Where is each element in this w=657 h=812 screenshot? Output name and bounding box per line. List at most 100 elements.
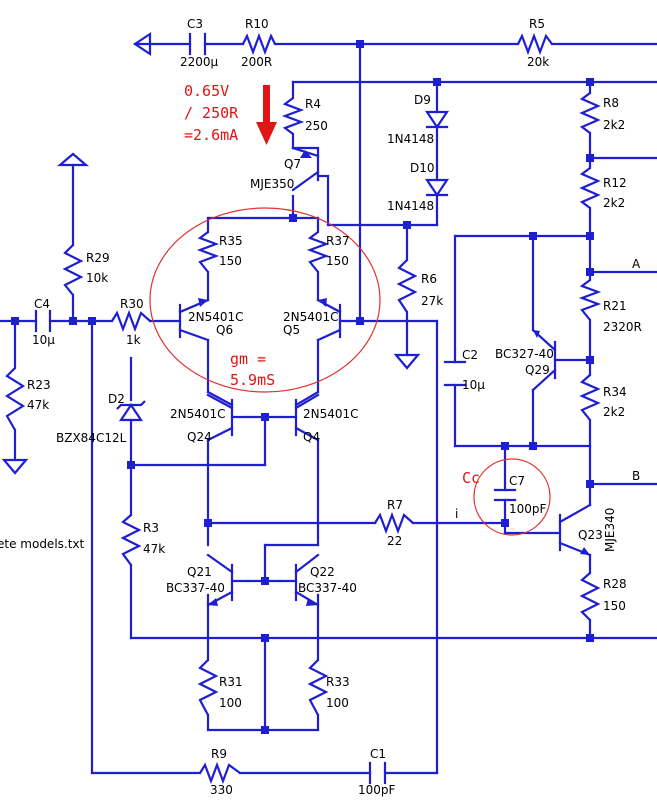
r12-body	[579, 167, 601, 209]
q4-value: 2N5401C	[303, 407, 359, 421]
c2-name: C2	[462, 348, 478, 362]
d10-name: D10	[410, 161, 435, 175]
c1-name: C1	[370, 747, 386, 761]
r8-name: R8	[603, 96, 619, 110]
r9-body	[199, 761, 241, 785]
d2-value: BZX84C12L	[56, 431, 127, 445]
gm-note-line1: gm =	[230, 350, 266, 368]
q6-name: Q6	[216, 323, 233, 337]
q24-body	[206, 393, 247, 442]
input-port-arrow	[133, 31, 152, 57]
symbols	[1, 31, 421, 475]
r4-name: R4	[305, 97, 321, 111]
q21-name: Q21	[187, 565, 212, 579]
q24-value: 2N5401C	[170, 407, 226, 421]
d9-value: 1N4148	[387, 132, 434, 146]
partial-filename-text: ete models.txt	[0, 537, 85, 551]
q23-value: MJE340	[603, 508, 617, 552]
supply-arrow-r29	[56, 152, 90, 167]
current-note-line3: =2.6mA	[184, 126, 238, 144]
q22-body	[278, 553, 320, 607]
c7-name: C7	[509, 474, 525, 488]
c4-value: 10μ	[32, 333, 55, 347]
q5-name: Q5	[283, 323, 300, 337]
gm-note-line2: 5.9mS	[230, 371, 275, 389]
r4-body	[281, 97, 305, 135]
r23-name: R23	[27, 378, 51, 392]
transistors	[178, 146, 592, 607]
r33-value: 100	[326, 696, 349, 710]
current-arrow-shaft	[263, 85, 270, 125]
wires	[0, 42, 657, 775]
r7-name: R7	[387, 498, 403, 512]
q22-value: BC337-40	[298, 581, 357, 595]
d9-body	[424, 110, 450, 129]
d10-value: 1N4148	[387, 199, 434, 213]
r29-body	[62, 244, 84, 296]
r30-value: 1k	[126, 333, 141, 347]
annotations: 0.65V / 250R =2.6mA gm = 5.9mS Cc	[149, 82, 551, 536]
r5-value: 20k	[527, 55, 549, 69]
q4-body	[281, 393, 320, 442]
d10-body	[424, 178, 450, 197]
r12-value: 2k2	[603, 196, 625, 210]
q21-value: BC337-40	[166, 581, 225, 595]
r34-name: R34	[603, 385, 627, 399]
c3-name: C3	[187, 17, 203, 31]
current-note-line1: 0.65V	[184, 82, 229, 100]
c3-body	[188, 32, 207, 56]
d2-body	[116, 400, 146, 422]
r28-body	[579, 572, 601, 621]
r10-name: R10	[245, 17, 269, 31]
q6-body	[178, 298, 210, 342]
c2-value: 10μ	[462, 378, 485, 392]
q23-name: Q23	[578, 528, 603, 542]
q7-value: MJE350	[250, 177, 294, 191]
c2-body	[443, 360, 467, 387]
q29-name: Q29	[525, 363, 550, 377]
q5-value: 2N5401C	[283, 310, 339, 324]
q24-name: Q24	[187, 430, 212, 444]
r10-body	[242, 32, 276, 56]
labels: C3 2200μ R10 200R R5 20k R4 250 Q7 MJE35…	[0, 17, 642, 797]
r9-name: R9	[211, 747, 227, 761]
d2-name: D2	[108, 392, 125, 406]
c3-value: 2200μ	[180, 55, 219, 69]
r34-body	[579, 374, 601, 421]
c1-value: 100pF	[358, 783, 396, 797]
net-label-a: A	[632, 257, 641, 271]
junction-dots	[11, 40, 594, 734]
r9-value: 330	[210, 783, 233, 797]
current-arrow-head	[256, 122, 277, 145]
r3-body	[120, 514, 142, 566]
c1-body	[368, 761, 387, 785]
net-label-i: i	[455, 507, 458, 521]
r30-body	[111, 309, 151, 333]
d9-name: D9	[414, 93, 431, 107]
r31-name: R31	[219, 675, 243, 689]
diodes	[116, 110, 450, 422]
r6-body	[396, 259, 418, 313]
q6-value: 2N5401C	[188, 310, 244, 324]
r30-name: R30	[120, 297, 144, 311]
c4-body	[34, 309, 52, 333]
r21-value: 2320R	[603, 320, 642, 334]
r8-value: 2k2	[603, 118, 625, 132]
r34-value: 2k2	[603, 405, 625, 419]
q22-name: Q22	[310, 565, 335, 579]
r28-name: R28	[603, 577, 627, 591]
c4-name: C4	[34, 297, 50, 311]
q5-body	[316, 298, 342, 342]
r33-body	[307, 659, 329, 716]
r35-name: R35	[219, 234, 243, 248]
capacitors	[34, 32, 517, 785]
q7-body	[291, 146, 330, 192]
r7-value: 22	[387, 534, 402, 548]
q23-body	[558, 503, 592, 557]
r5-name: R5	[529, 17, 545, 31]
r37-body	[306, 231, 330, 273]
ground-r23	[1, 458, 29, 475]
cc-note: Cc	[462, 469, 480, 487]
c7-body	[493, 488, 517, 502]
